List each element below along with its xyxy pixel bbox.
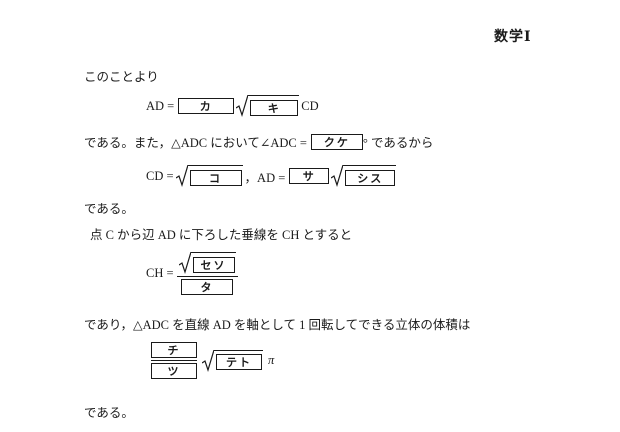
sqrt-sign: コ	[175, 165, 243, 187]
text-dearu-2: である。	[84, 406, 134, 420]
equation-ch: CH = セソ タ	[146, 252, 241, 296]
sqrt-sign: シス	[331, 165, 397, 187]
volume-text: であり，△ADC を直線 AD を軸として 1 回転してできる立体の体積は	[84, 318, 471, 332]
fraction-bar	[151, 360, 197, 362]
equation-ad: AD = カ キ CD	[146, 95, 319, 117]
eq2-mid: ，AD =	[244, 170, 286, 185]
angle-line: である。また，△ADC において∠ADC = クケ ° であるから	[84, 132, 433, 151]
perpendicular-text: 点 C から辺 AD に下ろした垂線を CH とすると	[90, 228, 353, 242]
intro-text: このことより	[84, 70, 159, 84]
answer-box-tsu[interactable]: ツ	[151, 363, 197, 380]
eq1-lhs: AD =	[146, 98, 175, 113]
answer-box-teto[interactable]: テト	[216, 354, 262, 371]
fraction-bar	[176, 276, 238, 278]
answer-box-ko[interactable]: コ	[189, 169, 242, 186]
sqrt-sign: テト	[202, 349, 263, 372]
answer-box-sa[interactable]: サ	[289, 168, 330, 184]
answer-box-seso[interactable]: セソ	[192, 256, 235, 273]
answer-box-chi[interactable]: チ	[151, 342, 197, 358]
answer-box-ta[interactable]: タ	[181, 279, 234, 296]
line2-pre: である。また，△ADC において∠ADC =	[84, 136, 307, 150]
equation-cd-ad: CD = コ ，AD = サ シス	[146, 165, 398, 187]
answer-box-ka[interactable]: カ	[178, 98, 235, 114]
page-header: 数学Ⅰ	[494, 30, 532, 45]
answer-box-ki[interactable]: キ	[250, 99, 299, 116]
eq2-lhs: CD =	[146, 168, 174, 183]
sqrt-sign: セソ	[178, 252, 236, 274]
answer-box-kuke[interactable]: クケ	[310, 133, 363, 150]
eq1-tail: CD	[301, 98, 319, 113]
eq3-lhs: CH =	[146, 266, 174, 281]
sqrt-sign: キ	[236, 95, 300, 117]
equation-volume: チ ツ テト π	[148, 342, 275, 380]
pi-symbol: π	[268, 353, 275, 368]
answer-box-shisu[interactable]: シス	[345, 169, 396, 186]
line2-post: ° であるから	[362, 136, 434, 150]
text-dearu-1: である。	[84, 202, 134, 216]
fraction: チ ツ	[151, 342, 197, 380]
fraction: セソ タ	[176, 252, 238, 296]
